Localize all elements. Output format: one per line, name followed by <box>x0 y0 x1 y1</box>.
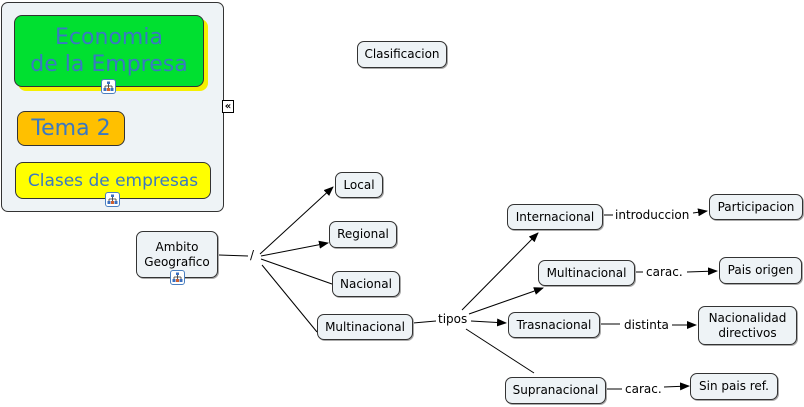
main-title-line2: de la Empresa <box>30 52 188 77</box>
submap-icon[interactable] <box>105 192 120 207</box>
link-slash-regional <box>260 240 329 257</box>
link-slash-multinacional <box>261 264 318 333</box>
link-label-carac: carac. <box>645 265 684 279</box>
link-label-distinta: distinta <box>623 318 670 332</box>
link-slash-local <box>259 186 334 255</box>
ambito-line2: Geografico <box>144 254 210 269</box>
link-carac-sinpais <box>663 382 690 391</box>
main-title-line1: Economia <box>55 25 163 50</box>
ambito-line1: Ambito <box>155 239 199 254</box>
link-label-tipos: tipos <box>437 312 469 326</box>
link-label-slash: / <box>249 248 256 262</box>
link-tipos-internacional <box>461 232 539 311</box>
node-supranacional[interactable]: Supranacional <box>505 377 606 404</box>
node-trasnacional[interactable]: Trasnacional <box>508 312 600 338</box>
submap-icon[interactable] <box>170 270 185 285</box>
link-label-carac: carac. <box>624 382 663 396</box>
node-sin-pais-ref[interactable]: Sin pais ref. <box>690 373 778 400</box>
node-multinacional[interactable]: Multinacional <box>317 314 413 340</box>
double-chevron-left-icon[interactable]: « <box>222 100 234 113</box>
link-multinacional-tipos <box>412 320 437 324</box>
node-clasificacion[interactable]: Clasificacion <box>357 41 447 68</box>
node-participacion[interactable]: Participacion <box>709 194 803 220</box>
link-introduccion-participacion <box>692 208 708 217</box>
link-label-introduccion: introduccion <box>614 208 691 222</box>
node-internacional[interactable]: Internacional <box>507 204 603 230</box>
link-tipos-multinacional2 <box>468 287 544 315</box>
link-tipos-supranacional <box>465 328 535 374</box>
node-topic[interactable]: Tema 2 <box>17 111 125 146</box>
link-tipos-trasnacional <box>470 318 507 327</box>
link-slash-nacional <box>260 258 333 285</box>
nacionalidad-line2: directivos <box>718 325 777 340</box>
node-nacionalidad-directivos[interactable]: Nacionalidad directivos <box>698 306 797 345</box>
nacionalidad-line1: Nacionalidad <box>708 310 787 325</box>
link-carac-paisorigen <box>686 267 718 276</box>
node-local[interactable]: Local <box>335 172 383 198</box>
node-regional[interactable]: Regional <box>329 221 397 248</box>
node-pais-origen[interactable]: Pais origen <box>719 257 802 284</box>
node-nacional[interactable]: Nacional <box>332 271 400 297</box>
node-multinacional-2[interactable]: Multinacional <box>538 260 635 286</box>
submap-icon[interactable] <box>101 79 116 94</box>
node-main-title[interactable]: Economia de la Empresa <box>14 15 204 87</box>
link-ambito-slash <box>218 254 249 257</box>
